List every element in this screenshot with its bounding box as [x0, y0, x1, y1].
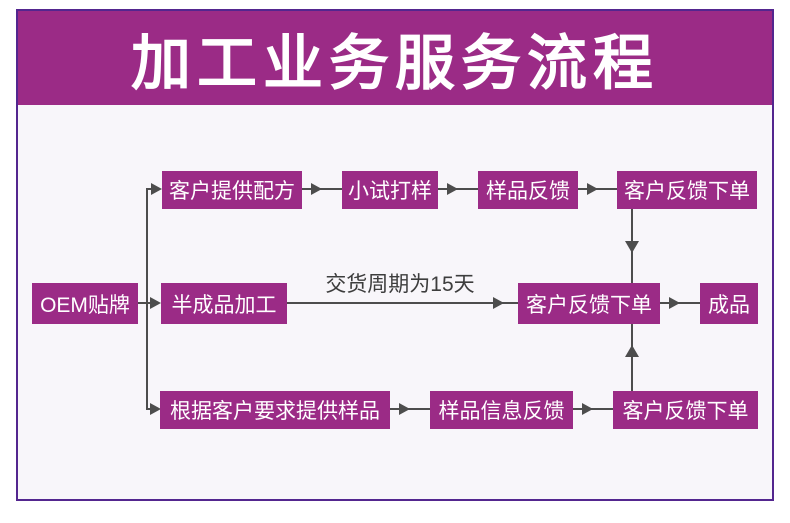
arrow-right-icon [582, 403, 593, 415]
title-banner: 加工业务服务流程 [18, 11, 772, 105]
arrow-up-icon [625, 345, 639, 357]
arrow-right-icon [447, 183, 458, 195]
connector-line [660, 302, 700, 304]
connector-line [138, 302, 152, 304]
node-trial-sample: 小试打样 [342, 171, 438, 209]
arrow-right-icon [493, 297, 504, 309]
node-oem: OEM贴牌 [32, 283, 138, 324]
delivery-period-label: 交货周期为15天 [325, 273, 475, 296]
node-customer-order-mid: 客户反馈下单 [518, 283, 660, 324]
node-customer-formula: 客户提供配方 [162, 171, 302, 209]
node-sample-info-feedback: 样品信息反馈 [430, 391, 573, 429]
connector-line [146, 188, 154, 190]
arrow-right-icon [311, 183, 322, 195]
node-sample-feedback: 样品反馈 [478, 171, 578, 209]
arrow-right-icon [150, 403, 161, 415]
content-frame: 加工业务服务流程 [16, 9, 774, 501]
node-provide-samples: 根据客户要求提供样品 [160, 391, 390, 429]
page-title: 加工业务服务流程 [131, 29, 659, 97]
arrow-right-icon [151, 183, 162, 195]
connector-line [287, 302, 518, 304]
connector-line [573, 408, 613, 410]
arrow-right-icon [669, 297, 680, 309]
connector-line [438, 188, 478, 190]
node-customer-order-top: 客户反馈下单 [617, 171, 757, 209]
node-semi-finished-processing: 半成品加工 [161, 283, 287, 324]
arrow-right-icon [399, 403, 410, 415]
arrow-right-icon [587, 183, 598, 195]
connector-line [146, 188, 148, 409]
connector-line [302, 188, 342, 190]
node-customer-order-bottom: 客户反馈下单 [613, 391, 758, 429]
arrow-down-icon [625, 241, 639, 253]
arrow-right-icon [150, 297, 161, 309]
connector-line [390, 408, 430, 410]
node-finished-product: 成品 [700, 283, 758, 324]
